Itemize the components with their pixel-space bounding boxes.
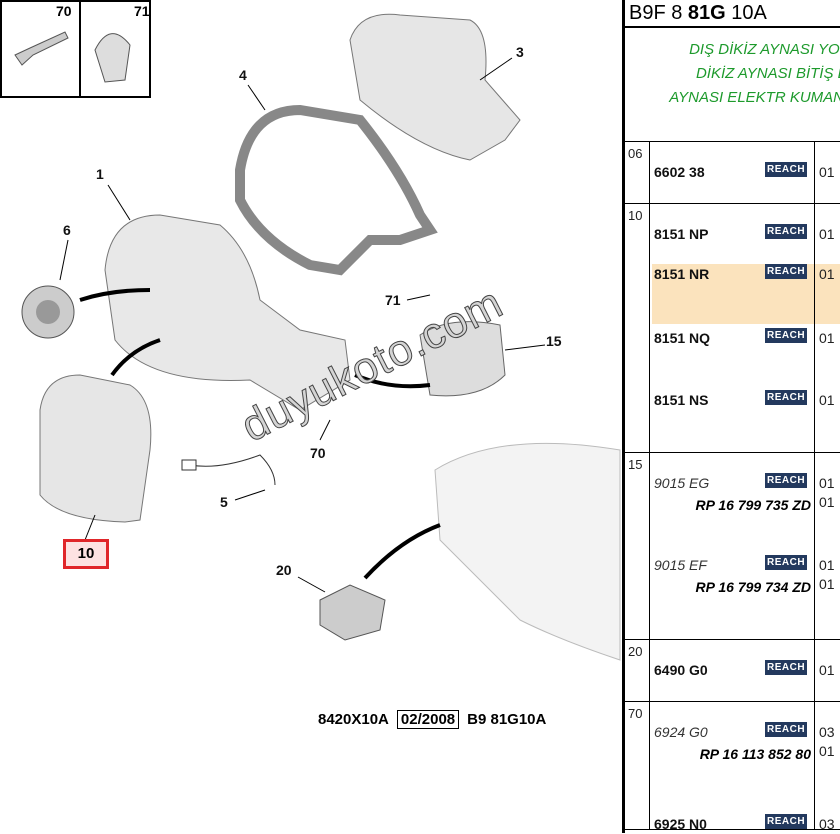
parts-diagram: 70 71 1 3 4 6 71 15 70 5 10 20 duyukoto.… [0,0,621,729]
box-label-70: 70 [56,3,72,19]
ref-number: 10 [628,208,643,223]
ref-number: 70 [628,706,643,721]
part-group: 10 8151 NP REACH 01 8151 NR REACH 01 8151 NQ REA… [625,204,840,453]
part-number[interactable]: 8151 NS [654,392,709,408]
quantity: 01 [819,662,835,678]
quantity: 03 [819,816,835,832]
quantity: 01 [819,330,835,346]
title-part-a: B9F 8 [629,2,688,24]
ref-number: 15 [628,457,643,472]
quantity: 01 [819,226,835,242]
quantity: 01 [819,164,835,180]
reach-badge: REACH [765,555,808,570]
diagram-drawing [0,0,621,661]
part-number[interactable]: 6924 G0 [654,724,708,740]
box-label-71: 71 [134,3,150,19]
mirror-motor [21,285,75,339]
part-row[interactable]: 6490 G0 REACH 01 [652,660,840,680]
quantity: 01 [819,266,835,282]
footer-date: 02/2008 [396,710,460,729]
reach-badge: REACH [765,473,808,488]
callout-1[interactable]: 1 [96,166,104,182]
mirror-switch [319,584,386,641]
fastener-box [0,0,151,98]
part-number[interactable]: 9015 EF [654,557,707,573]
part-row[interactable]: 8151 NP REACH 01 [652,224,840,244]
replacement-part-number[interactable]: RP 16 113 852 80 [699,746,811,762]
part-group: 20 6490 G0 REACH 01 [625,640,840,702]
callout-20[interactable]: 20 [276,562,292,578]
panel-description: DIŞ DİKİZ AYNASI YOL DİKİZ AYNASI BİTİŞ … [625,28,840,142]
quantity: 03 [819,724,835,740]
callout-15[interactable]: 15 [546,333,562,349]
callout-4[interactable]: 4 [239,67,247,83]
part-row[interactable]: 9015 EG REACH 01 [652,473,840,493]
part-number[interactable]: 9015 EG [654,475,710,491]
wiring-sensor [181,454,276,486]
mirror-trim-frame [235,104,438,276]
quantity: 01 [819,557,835,573]
screw-icon [14,31,69,66]
part-row[interactable]: 6602 38 REACH 01 [652,162,840,182]
panel-title: B9F 8 81G 10A [625,0,840,28]
replacement-part-number[interactable]: RP 16 799 735 ZD [695,497,811,513]
title-part-b: 81G [687,2,726,24]
part-row[interactable]: 6924 G0 REACH 03 [652,722,840,742]
callout-71[interactable]: 71 [385,292,401,308]
part-row[interactable]: 8151 NS REACH 01 [652,390,840,410]
reach-badge: REACH [765,660,808,675]
part-number[interactable]: 8151 NP [654,226,709,242]
reach-badge: REACH [765,224,808,239]
ref-number: 20 [628,644,643,659]
replacement-quantity: 01 [819,576,835,592]
part-row[interactable]: 8151 NR REACH 01 [652,264,840,324]
callout-10-highlighted[interactable]: 10 [63,539,109,569]
reach-badge: REACH [765,264,808,279]
replacement-quantity: 01 [819,743,835,759]
parts-list-panel: B9F 8 81G 10A DIŞ DİKİZ AYNASI YOL DİKİZ… [622,0,840,833]
part-number[interactable]: 8151 NR [654,266,710,282]
desc-line: DİKİZ AYNASI BİTİŞ L [695,65,840,82]
title-part-c: 10A [725,2,767,24]
mirror-housing [104,214,351,411]
part-number[interactable]: 8151 NQ [654,330,711,346]
mirror-cover [349,13,521,161]
replacement-part-number[interactable]: RP 16 799 734 ZD [695,579,811,595]
part-row[interactable]: 9015 EF REACH 01 [652,555,840,575]
footer-ref: 8420X10A [318,711,389,728]
quantity: 01 [819,392,835,408]
part-number[interactable]: 6602 38 [654,164,705,180]
reach-badge: REACH [765,162,808,177]
callout-5[interactable]: 5 [220,494,228,510]
dashboard [434,442,621,661]
clip-icon [94,33,131,83]
reach-badge: REACH [765,328,808,343]
reach-badge: REACH [765,814,808,829]
desc-line: DIŞ DİKİZ AYNASI YOL [689,41,840,58]
replacement-quantity: 01 [819,494,835,510]
part-number[interactable]: 6925 N0 [654,816,707,832]
ref-number: 06 [628,146,643,161]
part-row[interactable]: 8151 NQ REACH 01 [652,328,840,348]
callout-6[interactable]: 6 [63,222,71,238]
callout-70[interactable]: 70 [310,445,326,461]
diagram-footer: 8420X10A 02/2008 B9 81G10A [318,710,546,729]
cover-cap [419,321,506,397]
reach-badge: REACH [765,390,808,405]
part-group: 70 6924 G0 REACH 03 RP 16 113 852 80 01 6925 N… [625,702,840,832]
footer-code: B9 81G10A [467,711,547,728]
part-group: 06 6602 38 REACH 01 [625,142,840,204]
part-row[interactable]: 6925 N0 REACH 03 [652,814,840,834]
part-number[interactable]: 6490 G0 [654,662,708,678]
reach-badge: REACH [765,722,808,737]
desc-line: AYNASI ELEKTR KUMAN [669,89,840,106]
callout-3[interactable]: 3 [516,44,524,60]
part-groups: 06 6602 38 REACH 01 10 8151 NP REACH 01 8151 NR R… [625,142,840,832]
quantity: 01 [819,475,835,491]
mirror-glass [39,374,152,523]
